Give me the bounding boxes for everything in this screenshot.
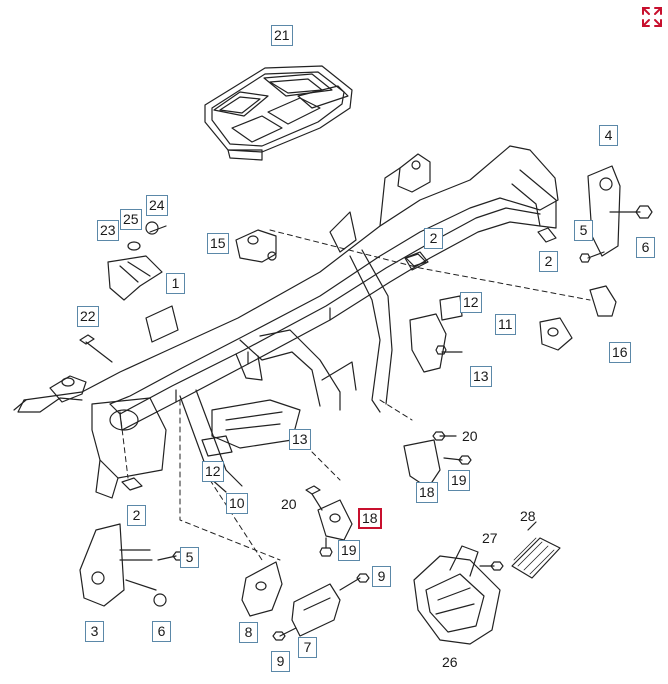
callout-13-right[interactable]: 13 — [470, 366, 492, 387]
callout-4[interactable]: 4 — [599, 125, 618, 146]
callout-9-lower[interactable]: 9 — [271, 651, 290, 672]
callout-5-lower[interactable]: 5 — [180, 547, 199, 568]
callout-22[interactable]: 22 — [77, 306, 99, 327]
callout-2-top[interactable]: 2 — [424, 228, 443, 249]
callout-18-selected[interactable]: 18 — [358, 508, 382, 529]
callout-10[interactable]: 10 — [226, 493, 248, 514]
label-26: 26 — [442, 654, 458, 670]
callout-2-right[interactable]: 2 — [539, 251, 558, 272]
expand-arrows-icon[interactable] — [640, 5, 664, 29]
label-28: 28 — [520, 508, 536, 524]
vent-grille-drawing — [204, 65, 353, 161]
callout-15[interactable]: 15 — [207, 233, 229, 254]
crossmember-drawing — [17, 145, 559, 499]
callout-8[interactable]: 8 — [239, 622, 258, 643]
callout-21[interactable]: 21 — [271, 25, 293, 46]
callout-24[interactable]: 24 — [146, 195, 168, 216]
callout-2-left[interactable]: 2 — [127, 505, 146, 526]
callout-3[interactable]: 3 — [85, 621, 104, 642]
callout-16[interactable]: 16 — [609, 342, 631, 363]
callout-6-top[interactable]: 6 — [636, 237, 655, 258]
callout-25[interactable]: 25 — [120, 209, 142, 230]
callout-11[interactable]: 11 — [495, 314, 516, 335]
label-27: 27 — [482, 530, 498, 546]
callout-1[interactable]: 1 — [166, 273, 185, 294]
callout-23[interactable]: 23 — [97, 220, 119, 241]
callout-6-lower[interactable]: 6 — [152, 621, 171, 642]
callout-19-lower[interactable]: 19 — [338, 540, 360, 561]
callout-7[interactable]: 7 — [298, 637, 317, 658]
callout-12-left[interactable]: 12 — [202, 461, 224, 482]
label-20-right: 20 — [462, 428, 478, 444]
label-20-lower: 20 — [281, 496, 297, 512]
callout-9-right[interactable]: 9 — [372, 566, 391, 587]
callout-5-top[interactable]: 5 — [574, 220, 593, 241]
callout-18-right[interactable]: 18 — [416, 482, 438, 503]
callout-12-top[interactable]: 12 — [460, 292, 482, 313]
callout-19-right[interactable]: 19 — [448, 470, 470, 491]
callout-13-left[interactable]: 13 — [289, 429, 311, 450]
